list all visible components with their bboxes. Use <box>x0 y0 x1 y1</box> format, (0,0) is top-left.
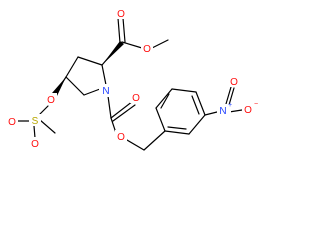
atom-s-mesyl: S <box>32 116 39 127</box>
bond-ar2-ar3 <box>188 114 206 135</box>
charge-minus-nitro-o: − <box>254 101 258 108</box>
atom-o-sulfonyl-2: O <box>31 139 39 150</box>
atom-labels: O O N O O O S O O N + O O − <box>6 7 258 150</box>
bond-ar-inner-1 <box>167 126 187 130</box>
bond-s-methyl <box>39 119 56 134</box>
bond-ccarbonyl-o-double-b <box>122 17 126 43</box>
bond-ar3-ar4 <box>195 91 206 116</box>
atom-o-carbamate-carbonyl: O <box>132 93 140 104</box>
bond-ar-inner-2 <box>191 95 200 115</box>
bond-ar6-ar1 <box>155 107 166 132</box>
bond-ar-n <box>204 111 218 116</box>
atom-o-nitro-2: O <box>244 105 252 116</box>
bond-ar5-ar6 <box>155 88 173 109</box>
bond-ch2-aryl <box>143 130 166 151</box>
bond-ccarbamate-o-double-a <box>110 100 134 119</box>
bond-c3-c4 <box>65 56 79 78</box>
bond-oether-methyl <box>151 39 169 49</box>
bond-o-s <box>38 105 49 116</box>
bond-c2-c3 <box>77 56 103 66</box>
charge-plus-nitro: + <box>228 102 232 109</box>
atom-o-ester-ether: O <box>143 44 151 55</box>
atom-n-nitro: N <box>219 106 226 117</box>
bond-ccarbonyl-o-double-a <box>117 17 121 44</box>
stereo-wedge-mesylate <box>52 77 66 96</box>
bond-ar1-ar2 <box>164 130 190 135</box>
bond-n1-c2 <box>101 64 107 86</box>
bond-c4-c5 <box>65 76 85 96</box>
atom-o-mesylate-link: O <box>47 95 55 106</box>
bond-n1-ccarbamate <box>107 95 112 119</box>
bond-ccarbamate-o-double-b <box>112 104 136 122</box>
bond-oether-ch2 <box>126 139 145 151</box>
atom-n-ring: N <box>102 86 109 97</box>
atom-o-ester-carbonyl: O <box>117 9 125 20</box>
bond-ar4-ar5 <box>171 88 197 93</box>
bond-ar-inner-3 <box>160 93 170 109</box>
bond-n-o1-a <box>225 86 232 105</box>
bond-c5-n1 <box>83 88 101 96</box>
atom-o-nitro-1: O <box>230 77 238 88</box>
bond-n-o2 <box>228 109 243 113</box>
atom-o-carbamate-ether: O <box>117 132 125 143</box>
bond-n-o1-b <box>228 87 235 106</box>
bonds <box>17 17 243 151</box>
stereo-wedge-ester <box>102 41 124 65</box>
atom-o-sulfonyl-1: O <box>8 117 16 128</box>
bond-s-o2 <box>33 125 36 139</box>
bond-ccarbonyl-oether <box>121 41 143 49</box>
molecule-structure: O O N O O O S O O N + O O − <box>6 7 259 151</box>
